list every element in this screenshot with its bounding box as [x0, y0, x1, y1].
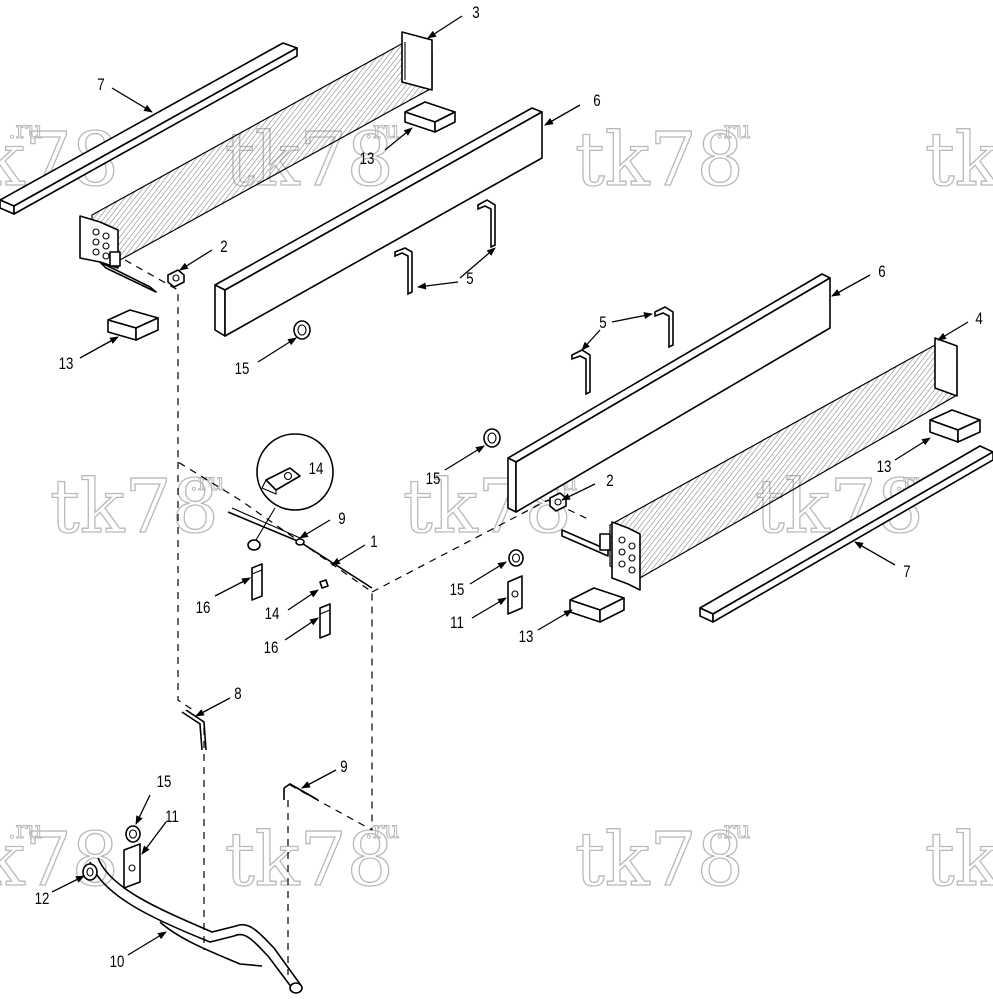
callout-8: 8 [234, 685, 241, 704]
callout-16-right: 16 [264, 639, 279, 658]
svg-text:tk78: tk78 [925, 117, 993, 203]
callout-5-upper: 5 [466, 270, 473, 289]
part-9-bent-tube [283, 783, 319, 801]
callout-2-lower: 2 [606, 472, 613, 491]
callout-9-bottom: 9 [340, 758, 347, 777]
watermark-layer: tk78.ru tk78.ru tk78.ru tk78 tk78.ru tk7… [0, 116, 993, 904]
svg-text:tk78: tk78 [50, 464, 219, 550]
callout-15-bottom: 15 [157, 773, 172, 792]
callout-7-upper: 7 [97, 76, 104, 95]
callout-13-lower-right: 13 [877, 458, 892, 477]
part-15-grommet-upper [293, 320, 311, 340]
svg-text:tk78: tk78 [575, 117, 744, 203]
part-2-fitting-upper [167, 269, 185, 288]
part-13-pad-lower-center [569, 587, 625, 623]
svg-text:.ru: .ru [365, 816, 400, 844]
svg-text:tk78: tk78 [925, 817, 993, 903]
callout-14-small: 14 [265, 605, 280, 624]
part-7-lower-rail [699, 445, 993, 623]
part-11-bracket-right [507, 575, 523, 615]
callout-11-bottom: 11 [165, 808, 179, 827]
callout-13-lower-center: 13 [519, 628, 534, 647]
part-11-bracket-bottom [123, 843, 141, 889]
part-16-clip-right [319, 603, 331, 639]
watermark-3: tk78.ru [574, 116, 751, 204]
watermark-10: tk78.ru [574, 816, 751, 904]
callout-13-upper-left: 13 [59, 355, 74, 374]
svg-text:tk78: tk78 [225, 817, 394, 903]
part-15-grommet-bottom [125, 825, 141, 843]
part-12-fitting [82, 863, 98, 881]
part-13-pad-upper-center [404, 101, 456, 133]
part-14-small-clamp [319, 579, 329, 589]
svg-text:.ru: .ru [716, 816, 751, 844]
part-7-upper-rail [0, 42, 298, 215]
callout-4: 4 [975, 310, 983, 329]
callout-6-upper: 6 [593, 92, 600, 111]
watermark-9: tk78.ru [224, 816, 400, 904]
callout-11-right: 11 [450, 614, 464, 633]
callout-10: 10 [110, 953, 125, 972]
part-6-upper-panel [214, 107, 543, 337]
svg-text:.ru: .ru [8, 116, 43, 144]
watermark-8: tk78.ru [0, 816, 119, 904]
callout-7-lower: 7 [903, 563, 910, 582]
callout-1: 1 [370, 533, 377, 552]
callout-16-left: 16 [196, 599, 211, 618]
svg-text:.ru: .ru [8, 816, 43, 844]
leader-lines [51, 15, 969, 956]
part-13-pad-lower-right [929, 409, 981, 443]
part-4-tube-ends [618, 536, 636, 574]
callout-2-upper: 2 [220, 238, 227, 257]
watermark-11: tk78 [924, 816, 993, 903]
callout-9-mid: 9 [338, 510, 345, 529]
callout-15-right: 15 [450, 581, 465, 600]
svg-text:tk78: tk78 [575, 817, 744, 903]
part-5-clips-upper [394, 199, 496, 296]
callout-labels: 3 7 13 6 2 5 13 15 6 4 5 13 14 15 2 9 1 … [35, 4, 984, 972]
callout-15-mid: 15 [426, 470, 441, 489]
callout-6-lower: 6 [878, 263, 885, 282]
callout-13-upper-center: 13 [360, 150, 375, 169]
part-10-drain-tube [89, 857, 303, 994]
part-3-upper-coil [79, 31, 433, 293]
svg-text:.ru: .ru [716, 116, 751, 144]
part-3-tube-ends [92, 228, 110, 260]
part-5-clips-lower [571, 306, 674, 396]
part-16-clip-left [251, 563, 263, 601]
part-4-lower-coil [561, 337, 958, 591]
callout-12: 12 [35, 890, 50, 909]
callout-14-detail: 14 [309, 460, 324, 479]
watermark-5: tk78.ru [49, 463, 225, 550]
part-14-detail-callout [247, 433, 334, 551]
part-15-grommet-right [508, 549, 524, 567]
callout-3: 3 [472, 4, 479, 23]
part-6-lower-panel [507, 273, 831, 513]
part-13-pad-upper-left [107, 309, 159, 341]
part-8-bent-tube [181, 709, 207, 751]
callout-15-upper: 15 [235, 360, 250, 379]
watermark-4: tk78 [924, 116, 993, 203]
callout-5-lower: 5 [599, 314, 606, 333]
part-15-grommet-mid [483, 428, 501, 448]
